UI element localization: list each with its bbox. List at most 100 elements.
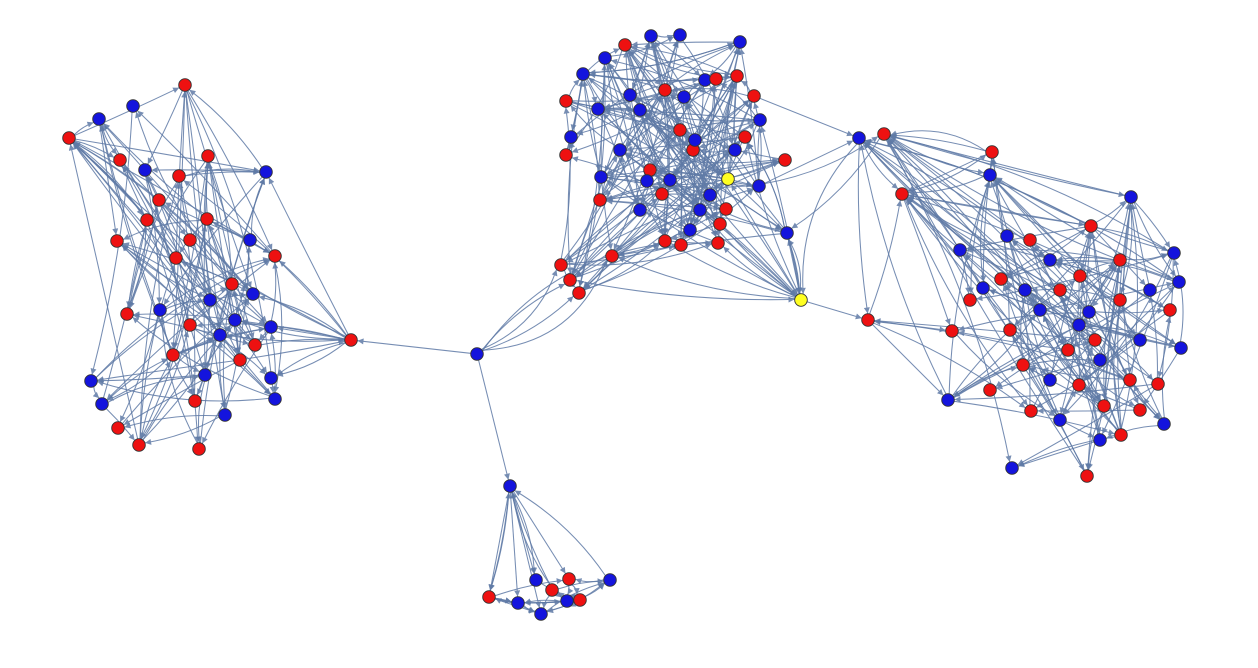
blue-node [1093,433,1107,447]
graph-edge [74,140,115,158]
graph-edge [873,322,1026,409]
graph-edge [488,492,510,591]
graph-edge [276,342,346,377]
red-node [172,169,186,183]
graph-edge [607,175,753,188]
graph-edge [685,102,726,174]
graph-edge [92,386,100,399]
graph-edge [129,161,206,309]
graph-edge [611,36,675,57]
graph-edge [163,176,263,306]
graph-edge [688,82,701,94]
blue-node [218,408,232,422]
graph-edge [75,138,260,173]
red-node [1003,323,1017,337]
graph-edge [655,39,701,77]
blue-node [1005,461,1019,475]
graph-edge [261,336,345,346]
graph-edge [569,79,580,96]
graph-edge [127,226,147,308]
graph-edge [101,124,208,295]
graph-edge [511,491,551,585]
blue-node [138,163,152,177]
blue-node [259,165,273,179]
graph-edge [1006,228,1086,277]
blue-node [623,88,637,102]
red-node [730,69,744,83]
red-node [1080,469,1094,483]
red-node [482,590,496,604]
red-node [563,273,577,287]
graph-edge [995,177,1174,280]
red-node [233,353,247,367]
graph-edge [890,135,1125,198]
graph-edge [172,162,208,349]
graph-edge [631,41,734,48]
graph-edge [674,100,750,176]
graph-edge [1083,313,1166,382]
graph-edge [583,141,741,289]
graph-edge [147,90,183,165]
graph-edge [268,177,349,335]
red-node [945,324,959,338]
red-node [1163,303,1177,317]
graph-edge [1106,425,1158,439]
graph-edge [123,362,235,426]
graph-edge [953,327,1074,398]
yellow-node [721,172,735,186]
graph-edge [73,141,249,291]
blue-node [613,143,627,157]
red-node [110,234,124,248]
red-node [545,583,559,597]
graph-edge [185,91,212,294]
graph-edge [1091,317,1128,375]
graph-edge [177,182,196,395]
graph-edge [720,48,741,218]
graph-edge [720,82,756,116]
graph-edge [221,290,233,409]
graph-edge [1081,305,1118,380]
graph-edge [225,246,252,409]
graph-edge [478,360,510,480]
blue-node [733,35,747,49]
graph-edge [566,80,584,274]
blue-node [1133,333,1147,347]
blue-node [246,287,260,301]
graph-edge [760,126,801,294]
red-node [140,213,154,227]
graph-edge [159,316,198,443]
graph-edge [713,125,757,190]
graph-edge [481,283,566,351]
graph-edge [1070,265,1118,345]
graph-edge [137,110,271,252]
graph-edge [571,81,711,154]
red-node [1123,373,1137,387]
graph-edge [864,139,1174,280]
blue-node [126,99,140,113]
blue-node [1033,303,1047,317]
red-node [1024,404,1038,418]
graph-edge [617,187,754,254]
red-node [711,236,725,250]
graph-edge [1097,227,1169,252]
graph-edge [908,194,1085,227]
graph-edge [906,197,1096,357]
graph-edge [907,154,987,192]
blue-node [1124,190,1138,204]
red-node [655,187,669,201]
graph-edge [270,262,279,321]
graph-edge [1031,253,1168,289]
graph-edge [1157,259,1174,378]
graph-edge [603,84,702,196]
red-node [674,238,688,252]
graph-edge [1062,390,1077,415]
graph-edge [514,490,606,576]
blue-node [564,130,578,144]
graph-edge [664,96,679,125]
red-node [132,438,146,452]
blue-node [598,51,612,65]
blue-node [1018,283,1032,297]
graph-edge [1148,296,1159,378]
red-node [747,89,761,103]
graph-edge [889,135,984,175]
